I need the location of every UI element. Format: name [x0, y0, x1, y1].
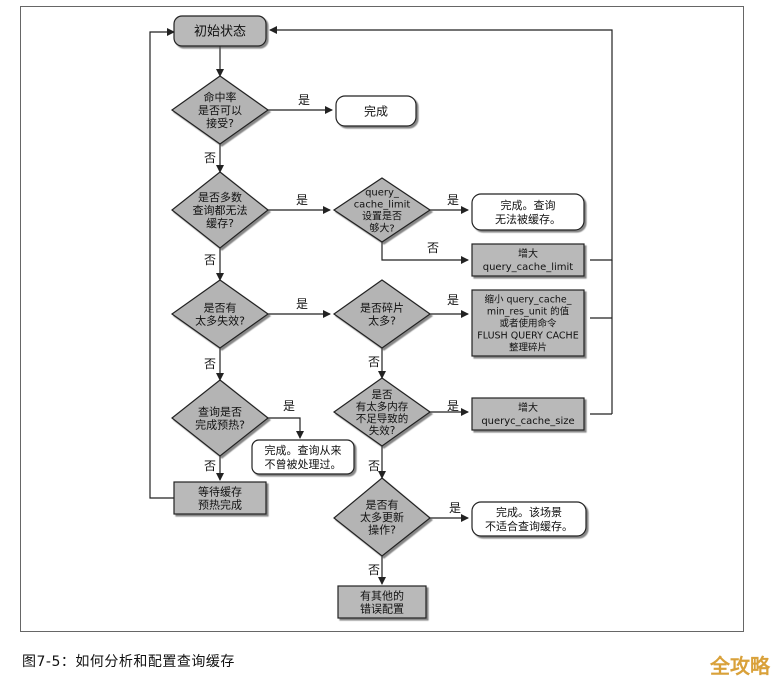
edge-label-yes-4: 是	[296, 297, 308, 311]
node-label-hit-rate-ok: 命中率是否可以接受?	[198, 90, 242, 130]
node-lowmem-diamond	[332, 377, 432, 447]
edge-label-no-1: 否	[204, 151, 216, 165]
node-label-start: 初始状态	[194, 25, 246, 40]
node-label-many-uncacheable: 是否多数查询都无法缓存?	[193, 190, 248, 230]
node-other-misconfig-box	[337, 585, 427, 619]
edge-label-yes-0: 是	[298, 93, 310, 107]
node-done-scenario-box	[471, 501, 587, 537]
edge-label-no-3: 否	[204, 253, 216, 267]
nodes	[170, 15, 587, 619]
edge-warm-yes	[268, 417, 304, 439]
edges	[149, 26, 613, 585]
node-increase-size-box	[471, 397, 585, 431]
node-done1-box	[335, 95, 417, 127]
node-label-fragmented: 是否碎片太多?	[360, 300, 404, 327]
node-label-done-scenario: 完成。该场景不适合查询缓存。	[485, 505, 573, 533]
node-label-cache-warm: 查询是否完成预热?	[195, 404, 245, 431]
node-limit-diamond	[332, 177, 432, 243]
node-label-other-misconfig: 有其他的错误配置	[360, 588, 404, 615]
node-label-many-invalidations: 是否有太多失效?	[195, 300, 245, 327]
node-reduce-min-res-box	[471, 289, 585, 357]
node-wait-warm-box	[173, 481, 267, 515]
node-label-low-mem-invalid: 是否有太多内存不足导致的失效?	[356, 389, 409, 437]
edge-label-no-9: 否	[427, 241, 439, 255]
node-label-wait-warm: 等待缓存预热完成	[198, 484, 242, 511]
edge-limit-no	[381, 240, 469, 264]
node-fragmented-diamond	[332, 279, 432, 349]
node-done-uncacheable-box	[471, 193, 585, 231]
edge-label-no-11: 否	[368, 355, 380, 369]
edge-label-no-13: 否	[368, 459, 380, 473]
node-invalidations-diamond	[170, 279, 270, 349]
watermark-logo: 全攻略	[710, 654, 770, 678]
node-label-done1: 完成	[364, 103, 388, 118]
edge-wait-loop	[149, 28, 175, 499]
edge-label-yes-12: 是	[447, 399, 459, 413]
node-label-done-never: 完成。查询从来不曾被处理过。	[265, 443, 342, 471]
edge-label-yes-14: 是	[449, 501, 461, 515]
edge-label-yes-2: 是	[296, 193, 308, 207]
node-uncacheable-diamond	[171, 171, 269, 249]
edge-label-yes-8: 是	[447, 193, 459, 207]
node-increase-limit-box	[471, 243, 585, 277]
edge-label-no-7: 否	[204, 459, 216, 473]
node-done-never-box	[251, 439, 355, 475]
node-hit-rate-diamond	[170, 75, 270, 145]
figure-frame	[20, 6, 744, 632]
node-label-too-many-updates: 是否有太多更新操作?	[360, 497, 404, 536]
node-updates-diamond	[333, 477, 431, 557]
edge-feedback-limit	[269, 26, 613, 261]
edge-label-no-5: 否	[204, 357, 216, 371]
node-start-box	[173, 15, 267, 47]
edge-label-no-15: 否	[368, 563, 380, 577]
node-label-done-uncacheable: 完成。查询无法被缓存。	[495, 198, 561, 226]
figure-caption: 图7-5：如何分析和配置查询缓存	[22, 654, 235, 670]
edge-label-yes-6: 是	[283, 399, 295, 413]
node-warm-diamond	[171, 379, 269, 457]
edge-label-yes-10: 是	[447, 293, 459, 307]
